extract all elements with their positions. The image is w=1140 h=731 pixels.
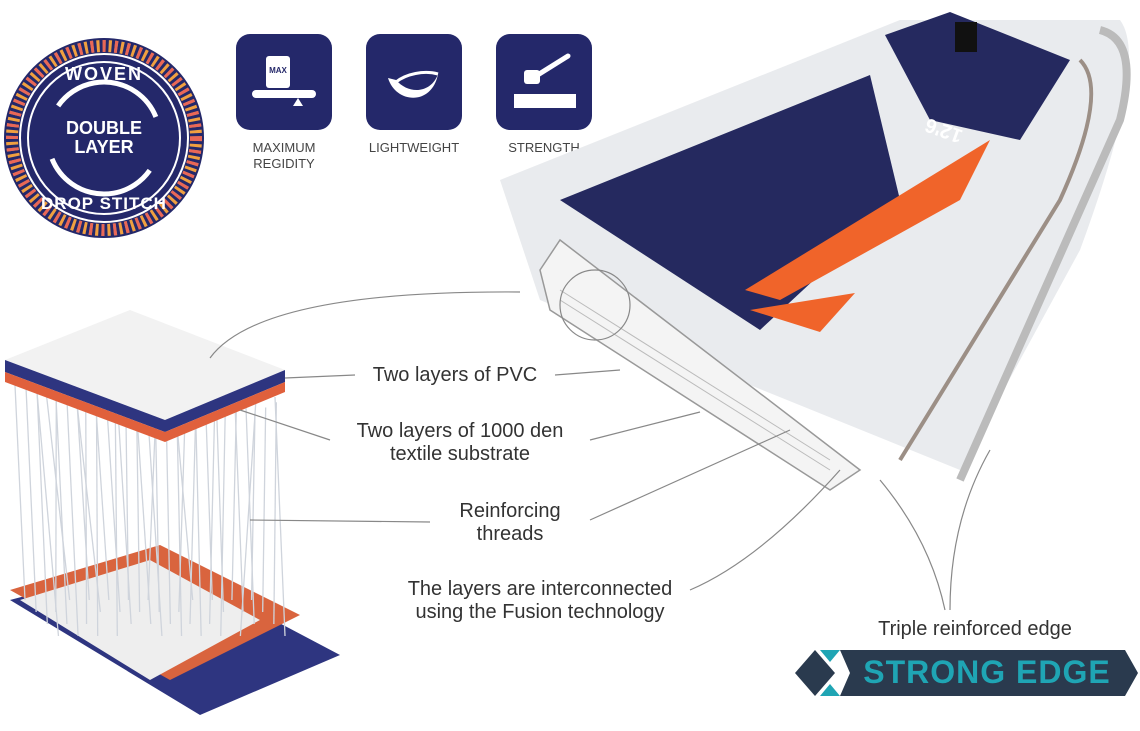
reinforcing-thread <box>250 412 256 601</box>
reinforcing-thread <box>262 407 267 613</box>
drop-stitch-cube <box>5 310 340 715</box>
reinforcing-thread <box>231 409 237 601</box>
callout-fusion-line2: using the Fusion technology <box>415 601 665 623</box>
leader-lines <box>209 269 991 611</box>
reinforcing-thread <box>65 372 79 637</box>
feature-label-strength: STRENGTH <box>508 140 580 155</box>
strong-edge-logo <box>795 650 1138 696</box>
reinforcing-thread <box>14 384 26 601</box>
badge-top-text: WOVEN <box>64 64 143 84</box>
reinforcing-thread <box>125 397 130 601</box>
badge-bottom-text: DROP STITCH <box>41 194 167 213</box>
reinforcing-thread <box>45 388 71 601</box>
hammer-icon <box>496 34 592 130</box>
strong-edge-text: STRONG EDGE <box>863 654 1111 690</box>
max-label: MAX <box>269 66 287 75</box>
feature-label-lightweight: LIGHTWEIGHT <box>368 140 460 155</box>
board-cross-section <box>500 12 1131 491</box>
reinforcing-thread <box>85 380 88 625</box>
badge-middle-line2: LAYER <box>74 137 134 157</box>
callout-threads-line1: Reinforcing <box>459 500 561 522</box>
reinforcing-thread <box>74 385 102 613</box>
woven-double-layer-badge: WOVEN DOUBLE LAYER DROP STITCH <box>2 36 206 240</box>
reinforcing-thread <box>35 374 48 625</box>
reinforcing-thread <box>208 396 216 625</box>
callout-threads: Reinforcing threads <box>430 500 590 546</box>
callout-fusion-line1: The layers are interconnected <box>407 578 673 600</box>
max-weight-icon: MAX <box>236 34 332 130</box>
callout-textile-line1: Two layers of 1000 den <box>356 420 564 442</box>
label-line: REGIDITY <box>253 156 315 171</box>
reinforcing-thread <box>34 369 60 637</box>
callout-fusion: The layers are interconnected using the … <box>375 578 705 624</box>
label-line: MAXIMUM <box>252 140 316 155</box>
callout-textile-line2: textile substrate <box>389 443 531 465</box>
reinforcing-thread <box>234 404 244 613</box>
badge-middle-line1: DOUBLE <box>66 118 142 138</box>
callout-pvc: Two layers of PVC <box>372 364 538 386</box>
feather-icon <box>366 34 462 130</box>
reinforcing-thread <box>75 391 90 601</box>
reinforcing-thread <box>105 388 121 613</box>
reinforcing-thread <box>194 387 202 637</box>
reinforcing-thread <box>239 393 257 637</box>
reinforcing-thread <box>54 377 68 625</box>
reinforcing-thread <box>189 392 197 625</box>
reinforcing-thread <box>220 390 227 637</box>
reinforcing-thread <box>273 402 277 625</box>
reinforcing-thread <box>55 382 57 613</box>
reinforcing-thread <box>245 399 255 625</box>
callout-textile: Two layers of 1000 den textile substrate <box>330 420 590 466</box>
reinforcing-thread <box>25 379 37 613</box>
reinforcing-thread <box>94 394 110 601</box>
reinforcing-thread <box>274 396 286 637</box>
callout-threads-line2: threads <box>476 523 544 545</box>
callout-edge: Triple reinforced edge <box>878 618 1072 640</box>
